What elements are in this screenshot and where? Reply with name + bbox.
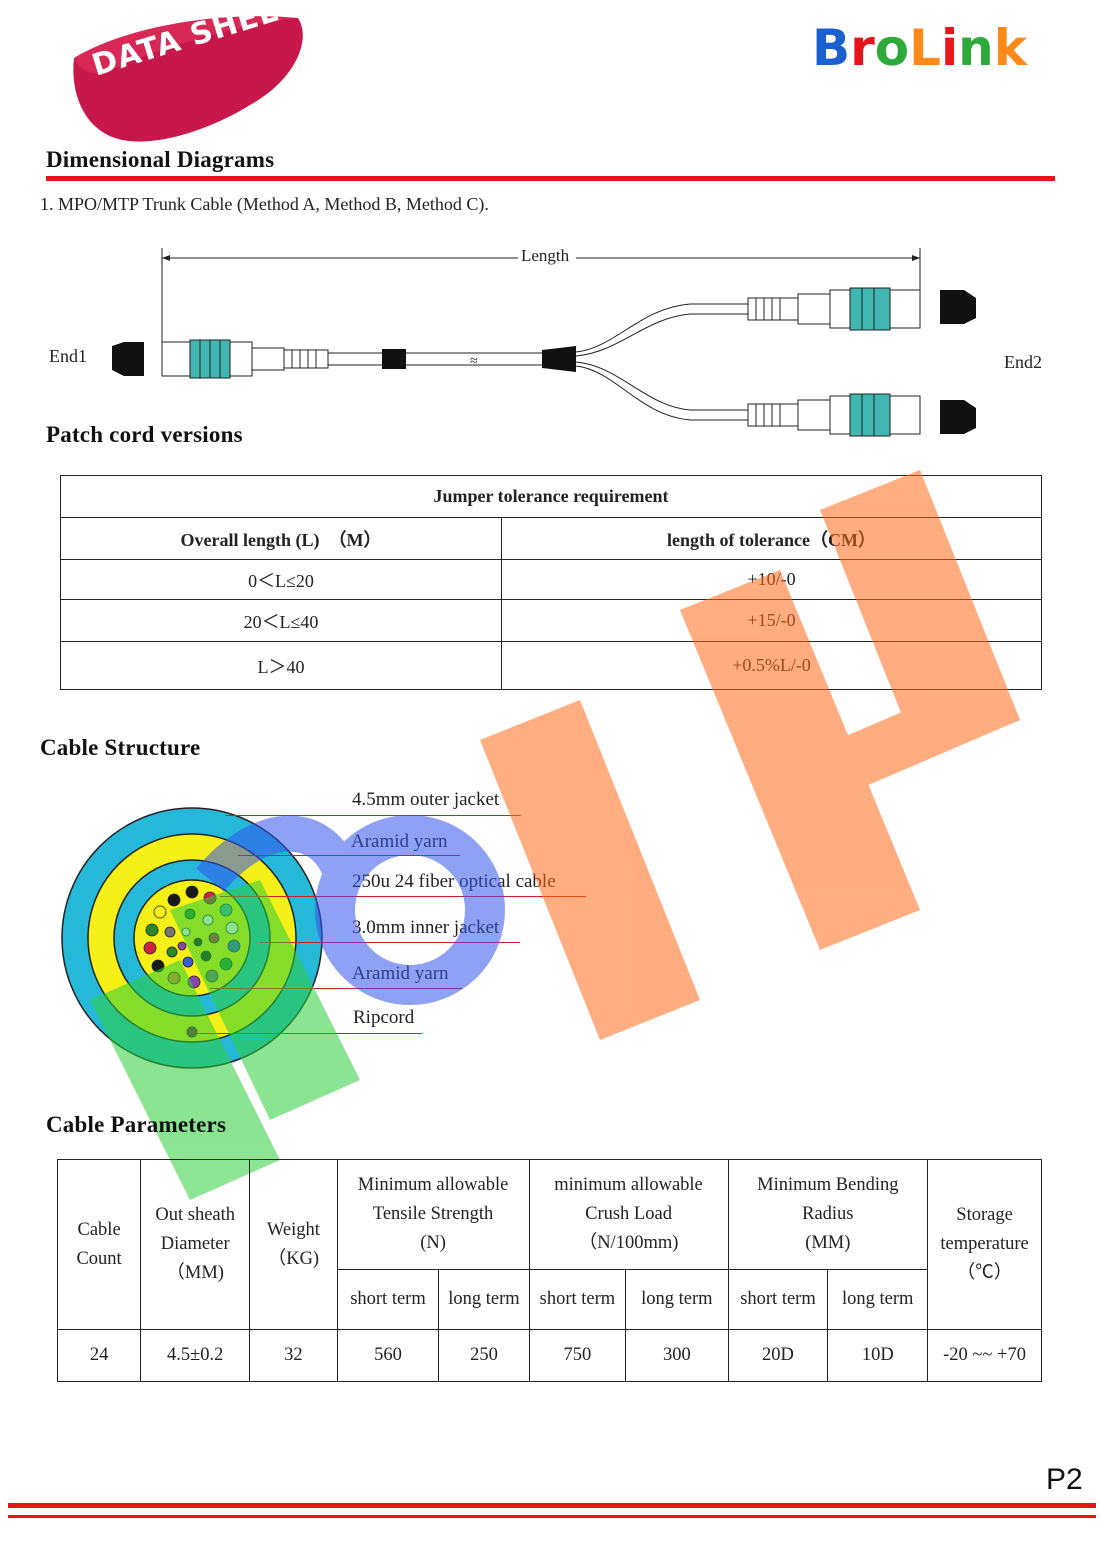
- value-cell: 10D: [827, 1329, 929, 1382]
- callout-line: [196, 1033, 422, 1034]
- end2-label: End2: [1004, 352, 1042, 372]
- value-cell: 560: [336, 1329, 440, 1382]
- section-title-dimensional: Dimensional Diagrams: [46, 147, 275, 172]
- header-line: Out sheath: [155, 1205, 236, 1225]
- section-title-structure: Cable Structure: [40, 735, 201, 760]
- subheader-cell: long term: [827, 1269, 929, 1330]
- table-row: 0＜L≤20 +10/-0: [60, 559, 1042, 600]
- header-crush: minimum allowable Crush Load （N/100mm): [528, 1159, 729, 1270]
- length-label: Length: [521, 246, 570, 265]
- callout-line: [210, 988, 462, 989]
- header-line: Count: [76, 1248, 122, 1269]
- logo-letter: i: [941, 19, 959, 77]
- logo-letter: o: [874, 19, 910, 77]
- logo-letter: n: [958, 19, 994, 77]
- value-cell: 32: [249, 1329, 338, 1382]
- table-row: 24 4.5±0.2 32 560 250 750 300 20D 10D -2…: [56, 1329, 1042, 1382]
- section-divider: [46, 176, 1055, 181]
- page-number: P2: [1046, 1463, 1083, 1496]
- header-line: (MM): [805, 1233, 851, 1253]
- parameters-header-row: Cable Count Out sheath Diameter （MM) Wei…: [56, 1159, 1042, 1330]
- header-line: temperature: [940, 1234, 1029, 1254]
- brolink-logo: BroLink: [812, 18, 1052, 80]
- svg-text:≈: ≈: [470, 354, 478, 369]
- tolerance-title-row: Jumper tolerance requirement: [60, 475, 1042, 518]
- value-cell: 20D: [727, 1329, 829, 1382]
- data-sheet-badge: DATA SHEET: [60, 0, 320, 150]
- tolerance-length: 0＜L≤20: [60, 559, 502, 600]
- tolerance-value: +10/-0: [501, 559, 1042, 600]
- value-cell: 4.5±0.2: [140, 1329, 251, 1382]
- parameters-table: Cable Count Out sheath Diameter （MM) Wei…: [56, 1159, 1042, 1382]
- header-line: Cable: [77, 1219, 121, 1240]
- header-line: （N/100mm): [578, 1233, 679, 1253]
- value-cell: 24: [56, 1329, 142, 1382]
- label-inner-jacket: 3.0mm inner jacket: [352, 917, 500, 938]
- header-line: minimum allowable: [554, 1175, 703, 1195]
- header-bending: Minimum Bending Radius (MM): [727, 1159, 929, 1270]
- value-cell: 300: [625, 1329, 729, 1382]
- tolerance-value: +15/-0: [501, 599, 1042, 642]
- header-sheath: Out sheath Diameter （MM): [140, 1159, 251, 1330]
- header-line: （℃）: [956, 1263, 1013, 1283]
- header-line: Tensile Strength: [372, 1204, 494, 1224]
- subheader-cell: long term: [625, 1269, 729, 1330]
- callout-line: [260, 942, 520, 943]
- logo-letter: B: [812, 19, 851, 77]
- callout-line: [225, 815, 521, 816]
- callout-line: [220, 896, 586, 897]
- label-ripcord: Ripcord: [353, 1007, 415, 1028]
- subheader-cell: short term: [528, 1269, 627, 1330]
- header-line: （MM): [166, 1263, 224, 1283]
- table-row: 20＜L≤40 +15/-0: [60, 599, 1042, 642]
- section-title-parameters: Cable Parameters: [46, 1112, 227, 1137]
- tolerance-col-tolerance: length of tolerance（CM）: [501, 517, 1042, 560]
- header-line: Weight: [266, 1219, 320, 1240]
- logo-letter: r: [850, 19, 875, 77]
- header-line: Radius: [802, 1204, 854, 1224]
- header-line: (N): [420, 1233, 446, 1253]
- end1-label: End1: [49, 346, 87, 366]
- subheader-cell: long term: [438, 1269, 530, 1330]
- subheader-cell: short term: [727, 1269, 829, 1330]
- label-aramid-yarn-inner: Aramid yarn: [352, 963, 449, 984]
- diagram-caption: 1. MPO/MTP Trunk Cable (Method A, Method…: [40, 194, 489, 214]
- header-line: Storage: [956, 1205, 1013, 1225]
- table-row: L＞40 +0.5%L/-0: [60, 641, 1042, 690]
- tolerance-title: Jumper tolerance requirement: [60, 475, 1042, 518]
- label-fiber-cable: 250u 24 fiber optical cable: [352, 871, 556, 892]
- value-cell: -20 ~~ +70: [927, 1329, 1042, 1382]
- trunk-cable-diagram: ≈: [40, 238, 1060, 448]
- tolerance-length: L＞40: [60, 641, 502, 690]
- value-cell: 250: [438, 1329, 530, 1382]
- cable-cross-section: [60, 806, 324, 1070]
- header-cable-count: Cable Count: [56, 1159, 142, 1330]
- tolerance-col-length: Overall length (L) （M）: [60, 517, 502, 560]
- logo-letter: L: [909, 19, 942, 77]
- header-line: Crush Load: [585, 1204, 672, 1224]
- value-cell: 750: [528, 1329, 627, 1382]
- tolerance-length: 20＜L≤40: [60, 599, 502, 642]
- header-line: （KG): [267, 1248, 320, 1269]
- header-tensile: Minimum allowable Tensile Strength (N): [336, 1159, 530, 1270]
- label-outer-jacket: 4.5mm outer jacket: [352, 789, 500, 810]
- header-line: Minimum Bending: [757, 1175, 899, 1195]
- callout-line: [238, 855, 460, 856]
- tolerance-value: +0.5%L/-0: [501, 641, 1042, 690]
- label-aramid-yarn: Aramid yarn: [351, 831, 448, 852]
- header-line: Minimum allowable: [357, 1175, 509, 1195]
- section-title-patch: Patch cord versions: [46, 422, 243, 447]
- tolerance-table: Jumper tolerance requirement Overall len…: [60, 475, 1042, 690]
- tolerance-header-row: Overall length (L) （M） length of toleran…: [60, 517, 1042, 560]
- header-line: Diameter: [160, 1234, 230, 1254]
- footer-line-bottom: [8, 1515, 1096, 1518]
- subheader-cell: short term: [336, 1269, 440, 1330]
- header-storage: Storage temperature （℃）: [927, 1159, 1042, 1330]
- logo-letter: k: [993, 19, 1028, 77]
- header-weight: Weight （KG): [249, 1159, 338, 1330]
- footer-line-top: [8, 1503, 1096, 1508]
